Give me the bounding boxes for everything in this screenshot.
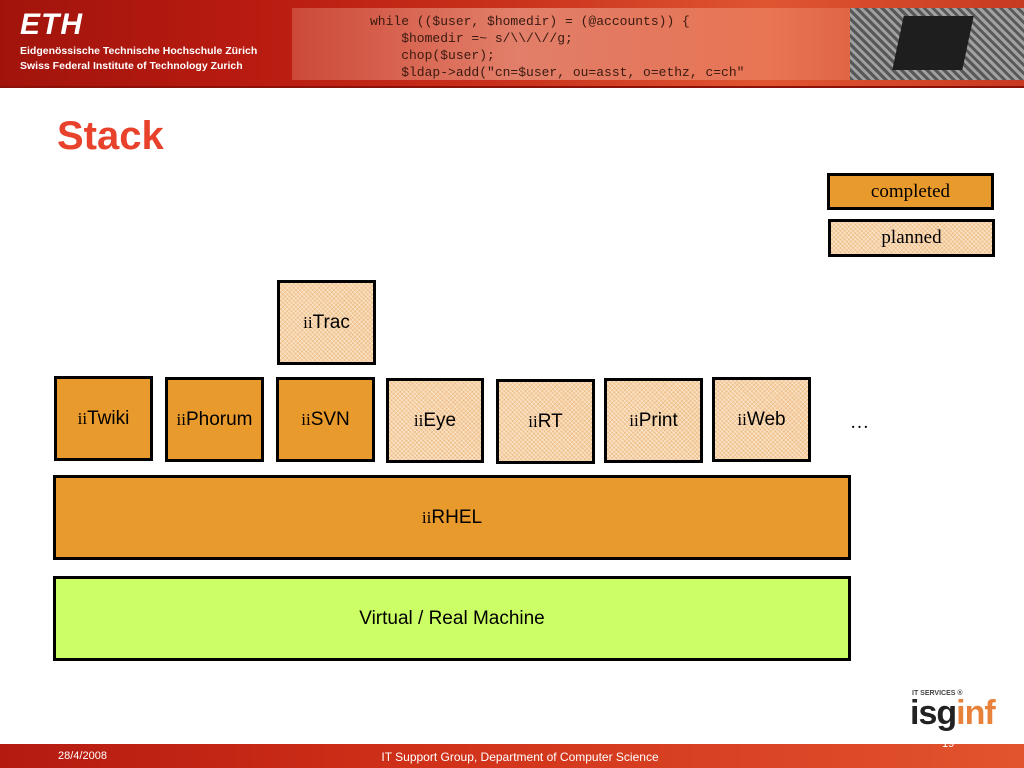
slide-title: Stack [57, 114, 164, 158]
box-label: SVN [310, 408, 350, 430]
legend-completed: completed [827, 173, 994, 210]
box-label: Print [638, 409, 678, 431]
chip-core [892, 16, 974, 70]
logo-part-inf: inf [956, 694, 996, 732]
header-banner: ETH Eidgenössische Technische Hochschule… [0, 0, 1024, 88]
code-line: $ldap->add("cn=$user, ou=asst, o=ethz, c… [370, 65, 745, 80]
ii-prefix: ii [629, 410, 639, 430]
page-number: 19 [942, 738, 955, 750]
logo-wordmark: isginf [910, 694, 996, 733]
ii-prefix: ii [737, 409, 747, 429]
code-line: $homedir =~ s/\\/\//g; [370, 31, 573, 46]
footer-bar: 28/4/2008 IT Support Group, Department o… [0, 738, 1024, 768]
ii-prefix: ii [301, 409, 311, 429]
eth-logo: ETH [20, 8, 83, 41]
footer-organization: IT Support Group, Department of Computer… [381, 750, 659, 764]
eth-name-english: Swiss Federal Institute of Technology Zu… [20, 60, 243, 72]
ii-prefix: ii [413, 410, 424, 430]
ii-prefix: ii [528, 411, 538, 431]
box-label: Phorum [185, 408, 253, 430]
code-background: while (($user, $homedir) = (@accounts)) … [292, 8, 852, 80]
stack-box-machine: Virtual / Real Machine [53, 576, 851, 661]
eth-name-german: Eidgenössische Technische Hochschule Zür… [20, 45, 258, 57]
cpu-chip-image [850, 8, 1024, 80]
header-divider [0, 86, 1024, 88]
ii-prefix: ii [176, 409, 186, 429]
logo-part-isg: isg [910, 694, 957, 732]
footer-date: 28/4/2008 [58, 750, 107, 762]
legend-planned: planned [828, 219, 995, 257]
box-label: RHEL [431, 506, 483, 528]
more-apps-ellipsis: … [850, 412, 869, 433]
box-label: Trac [312, 311, 350, 333]
code-line: chop($user); [370, 48, 495, 63]
ii-prefix: ii [77, 408, 88, 428]
ii-prefix: ii [421, 507, 432, 527]
ii-prefix: ii [303, 312, 313, 332]
box-label: Twiki [87, 407, 130, 429]
box-label: RT [537, 410, 563, 432]
code-line: while (($user, $homedir) = (@accounts)) … [370, 14, 690, 29]
logo-tagline: IT SERVICES ® [912, 690, 963, 697]
box-label: Web [746, 408, 786, 430]
box-label: Eye [423, 409, 457, 431]
